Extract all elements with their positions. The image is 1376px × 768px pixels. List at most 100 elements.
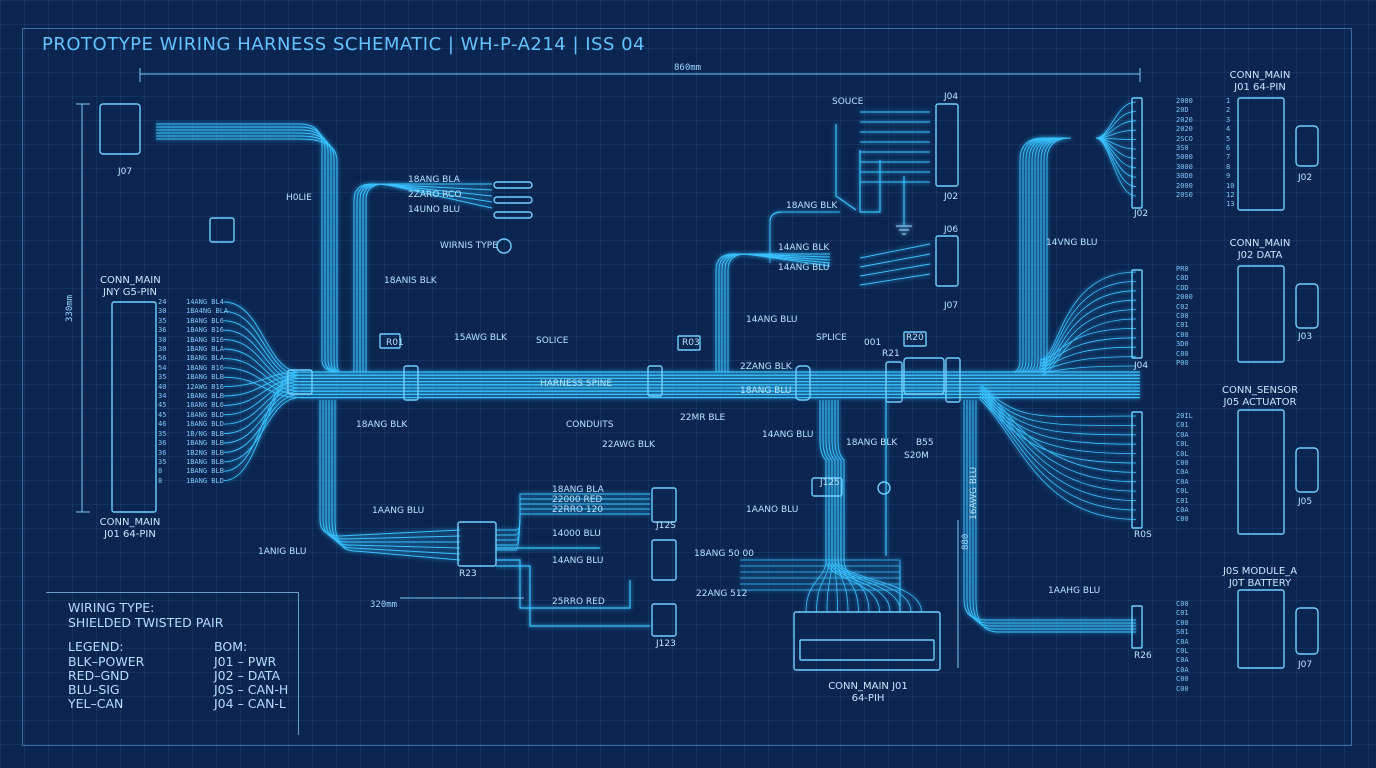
- legend-item: YEL–CAN: [68, 696, 124, 711]
- wire-label-18awg-blk-j02: 18ANG BLK: [786, 201, 838, 211]
- ground-symbol: [896, 225, 912, 235]
- sensor-fan-wire: [979, 392, 1137, 501]
- sensor-fan-wire: [979, 383, 1137, 418]
- j07-cable-wire: [156, 123, 341, 373]
- j04-top-label: J04: [944, 92, 959, 102]
- plug-j05-label: J05: [1298, 497, 1313, 507]
- j02-trunk-wire: [1010, 137, 1069, 373]
- j04-fan-wire: [1039, 309, 1137, 373]
- right-data-connector-body: [1237, 265, 1285, 363]
- plug-j07-body: [1295, 607, 1319, 655]
- ref-j125-small: J125: [820, 478, 840, 488]
- wire-label-22awg-blu-spine: 22MR BLE: [680, 413, 726, 423]
- j07-cable-wire: [156, 135, 341, 373]
- r20-box: [903, 331, 927, 347]
- wire-label-14awg-blu-mid: 14ANG BLU: [778, 263, 830, 273]
- wiring-type-marker: WIRNIS TYPE: [440, 241, 498, 251]
- bottom-trunk-wire: [825, 400, 833, 560]
- left-fanout-wire: [223, 377, 301, 406]
- wire-label-22awg-red-bottom: 25RRO RED: [552, 597, 605, 607]
- j07-mid-label: J07: [944, 301, 959, 311]
- left-vertical-dimension: 330mm: [65, 294, 75, 322]
- r23-out-wire: [496, 499, 650, 551]
- right-module-connector-body: [1237, 589, 1285, 669]
- j04-fan-wire: [1039, 346, 1137, 367]
- j07-cable-wire: [156, 138, 341, 373]
- j06-label: J06: [944, 225, 959, 235]
- j07-top-label: J07: [118, 167, 133, 177]
- wire-label-22awg-120: 22RRO 120: [552, 505, 604, 515]
- ring-terminal: [493, 211, 533, 219]
- bom-item: J04 – CAN-L: [214, 696, 286, 711]
- wire-label-14awg-blk: 14ANG BLK: [778, 243, 830, 253]
- splice-label-mid: SPLICE: [816, 333, 847, 343]
- r20-connector: [903, 357, 945, 395]
- r26-header-block: [1131, 605, 1143, 649]
- bottom-fan-wire: [834, 559, 838, 613]
- ring-terminal: [493, 196, 533, 204]
- lower-left-branch-wire: [325, 400, 460, 543]
- wire-label-22awg-red-low: 22000 RED: [552, 495, 603, 505]
- module-trunk-wire: [963, 400, 1136, 621]
- j123-connector-body: [651, 603, 677, 637]
- j04-fan-wire: [1039, 365, 1137, 373]
- right-sensor-connector-body: [1237, 409, 1285, 535]
- right-main-connector-body: [1237, 97, 1285, 211]
- j06-pin-wire: [859, 273, 931, 286]
- j04-fan-wire: [1039, 281, 1137, 364]
- left-fanout-wire: [223, 384, 301, 425]
- left-fanout-wire: [223, 376, 301, 399]
- wire-label-14awg-blu-low2: 1AANG BLU: [372, 506, 425, 516]
- wiring-type-heading: WIRING TYPE:: [68, 600, 155, 615]
- r05-right-label: R0S: [1134, 530, 1152, 540]
- module-trunk-wire: [975, 400, 1136, 633]
- j04-fan-wire: [1039, 271, 1137, 361]
- r01-clamp: [403, 365, 419, 401]
- j02-fan-wire: [1095, 137, 1137, 169]
- bottom-fan-wire: [840, 559, 859, 613]
- sensor-fan-wire: [979, 395, 1137, 511]
- left-junction-block: [287, 369, 313, 395]
- module-trunk-wire: [966, 400, 1136, 624]
- wiring-type-symbol: [496, 238, 512, 254]
- wire-label-18awg-bla: 18ANG BLA: [552, 485, 604, 495]
- ref-j123: J123: [656, 639, 676, 649]
- wire-label-18awg-blk: 18ANG BLA: [408, 175, 460, 185]
- module-trunk-wire: [972, 400, 1136, 630]
- j02-trunk-wire: [995, 137, 1064, 373]
- bom-item: J0S – CAN-H: [214, 682, 289, 697]
- j04-top-connector-body: [935, 103, 959, 187]
- left-fanout-wire: [223, 371, 301, 388]
- lower-left-branch-wire: [322, 400, 461, 540]
- left-pin-numbers: 24 30 35 36 30 30 56 54 35 40 34 45 45 4…: [158, 298, 167, 485]
- j02-branch-wire: [769, 211, 840, 263]
- sensor-fan-wire: [979, 383, 1137, 473]
- left-fanout-wire: [223, 374, 301, 482]
- j125-bus-wire: [740, 589, 901, 612]
- sensor-fan-wire: [979, 389, 1137, 492]
- bottom-fan-wire: [805, 559, 827, 613]
- wiring-type-value: SHIELDED TWISTED PAIR: [68, 615, 224, 630]
- j02-top-label: J02: [944, 192, 959, 202]
- bottom-fan-wire: [826, 559, 833, 613]
- harness-mid-clamp: [647, 365, 663, 397]
- bottom-trunk-wire: [828, 400, 836, 560]
- splice-label-left: SOLICE: [536, 336, 569, 346]
- sensor-fan-wire: [979, 395, 1137, 454]
- ring-terminal: [493, 181, 533, 189]
- wire-label-14awg-blu-right-bottom: 1AAHG BLU: [1048, 586, 1101, 596]
- hole-label: H0LIE: [286, 193, 312, 203]
- left-fanout-wire: [223, 339, 301, 386]
- j02-trunk-wire: [998, 137, 1064, 373]
- sensor-fan-wire: [979, 386, 1137, 483]
- ref-b55: B55: [916, 438, 934, 448]
- ref-r03: R03: [682, 338, 700, 348]
- j06-pin-wire: [859, 243, 931, 259]
- small-top-left-connector: [209, 217, 235, 243]
- r03-box: [677, 335, 701, 351]
